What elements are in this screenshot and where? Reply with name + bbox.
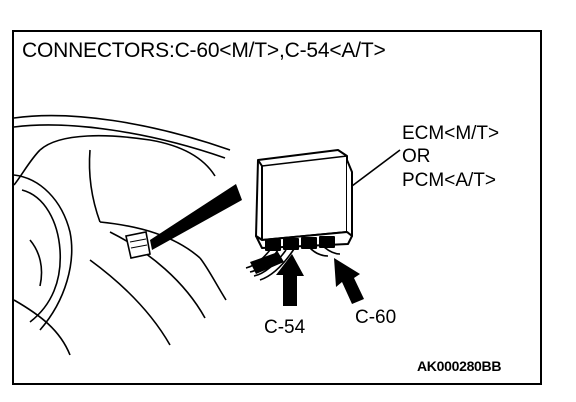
c54-arrow [276,254,304,306]
dash-connector-block [125,231,151,259]
c60-label: C-60 [355,307,397,328]
diagram-frame [12,30,542,385]
ecm-leader-line [351,149,401,187]
zoom-wedge [150,184,242,250]
ecm-or-label: OR [402,146,431,167]
diagram-title: CONNECTORS:C-60<M/T>,C-54<A/T> [22,39,386,62]
c60-arrow [334,258,364,304]
c54-label: C-54 [264,317,306,338]
figure-code: AK000280BB [417,358,502,374]
dashboard-illustration [13,114,231,356]
ecm-label: ECM<M/T> [402,123,500,144]
ecm-pcm-unit [255,149,353,251]
pcm-label: PCM<A/T> [402,170,496,191]
harness-bundle [250,252,284,274]
